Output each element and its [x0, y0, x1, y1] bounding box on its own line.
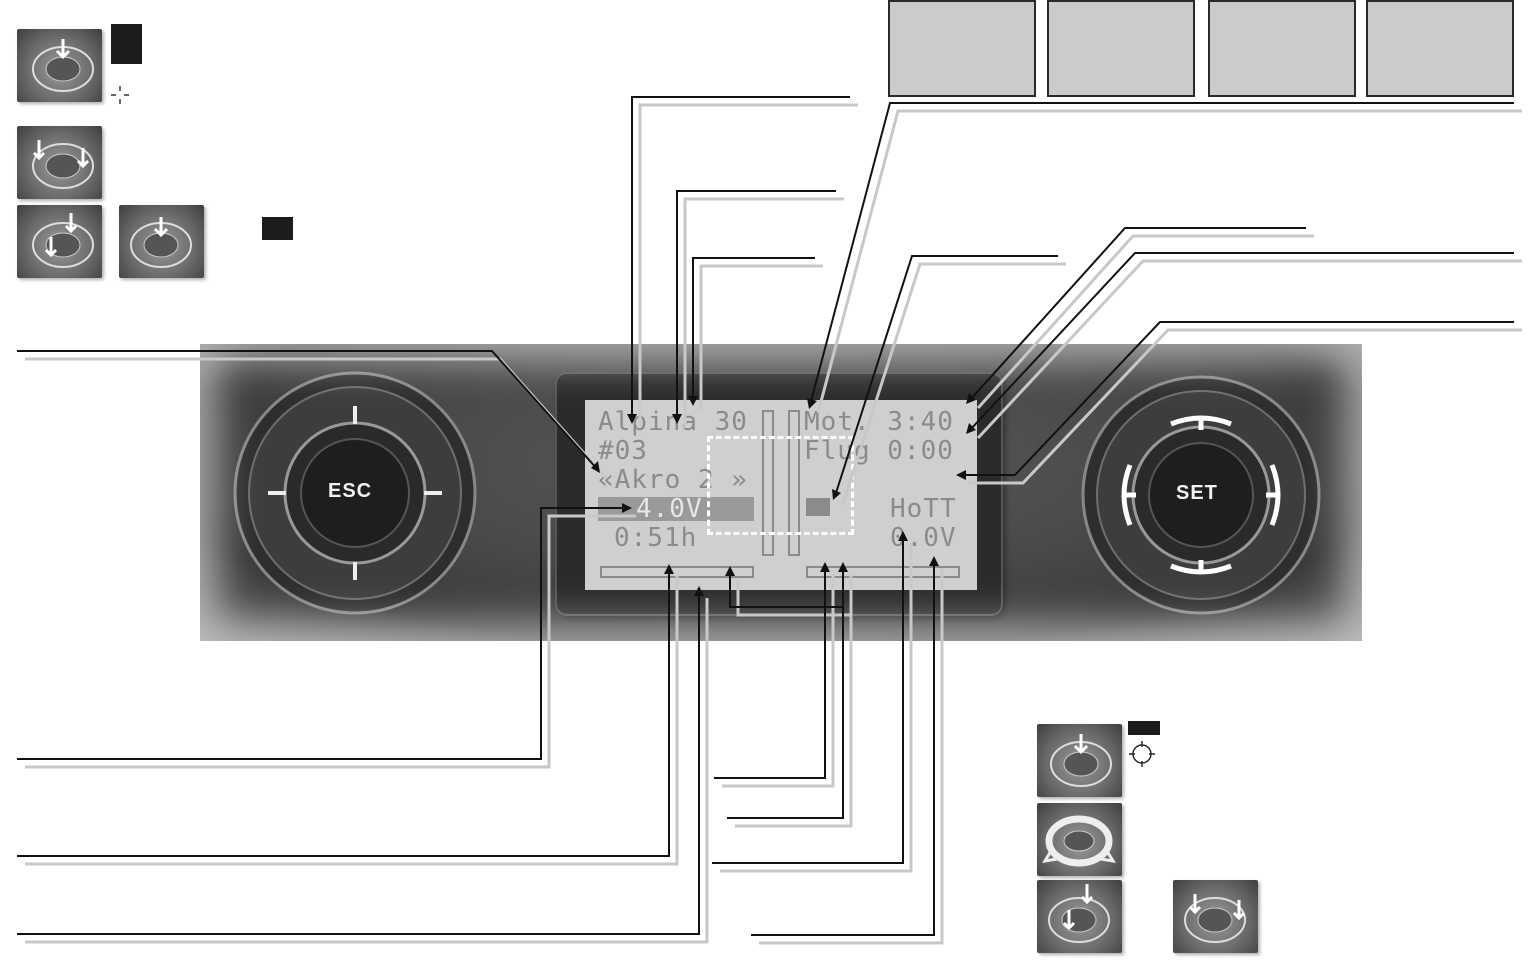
esc-dial[interactable]: ESC	[230, 368, 480, 618]
trim-bar-right-vertical	[788, 410, 800, 556]
signal-icon	[806, 498, 830, 516]
trim-bar-right-horizontal	[806, 566, 960, 578]
tag-block-2	[262, 217, 293, 240]
thumb-set-rotate	[1037, 803, 1122, 876]
esc-label: ESC	[328, 480, 373, 502]
top-box-3	[1208, 0, 1356, 97]
arrow-down-icon	[55, 39, 71, 60]
thumb-esc-double-press	[17, 126, 102, 199]
rotate-icon	[1042, 815, 1116, 867]
dial-icon	[1128, 740, 1156, 768]
thumb-set-press-2	[1037, 724, 1122, 797]
lcd-voltage: 4.0V	[636, 494, 703, 524]
thumb-esc-combo	[17, 205, 102, 278]
top-box-2	[1047, 0, 1195, 97]
set-dial[interactable]: SET	[1078, 372, 1324, 618]
dashed-highlight	[707, 436, 854, 535]
lcd-hott-label: HoTT	[890, 494, 957, 524]
tag-block-3	[1128, 721, 1160, 735]
thumb-set-combo	[1037, 880, 1122, 953]
set-label: SET	[1176, 482, 1218, 504]
lcd-model-number: #03	[598, 436, 648, 466]
crosshair-icon	[109, 84, 131, 106]
tag-block-1	[111, 24, 142, 64]
trim-bar-left-vertical	[762, 410, 774, 556]
top-box-1	[888, 0, 1036, 97]
top-box-4	[1366, 0, 1514, 97]
lcd-flight-timer: Flug 0:00	[804, 436, 954, 466]
thumb-esc-press	[17, 29, 102, 102]
thumb-set-double	[1173, 880, 1258, 953]
thumb-set-press	[119, 205, 204, 278]
lcd-operating-time: 0:51h	[614, 523, 698, 553]
lcd-model-name: Alpina 30	[598, 407, 748, 437]
